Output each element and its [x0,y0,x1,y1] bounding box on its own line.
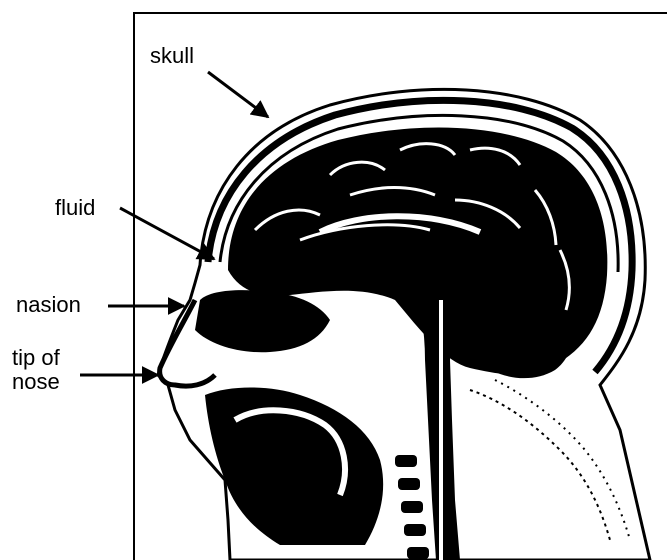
skull-arrow [208,72,268,117]
skull-label: skull [150,44,194,68]
tip-of-nose-label-line1: tip of [12,346,60,370]
nasion-label: nasion [16,293,81,317]
tip-of-nose-label: tip of nose [12,346,60,394]
tip-of-nose-label-line2: nose [12,370,60,394]
fluid-label: fluid [55,196,95,220]
